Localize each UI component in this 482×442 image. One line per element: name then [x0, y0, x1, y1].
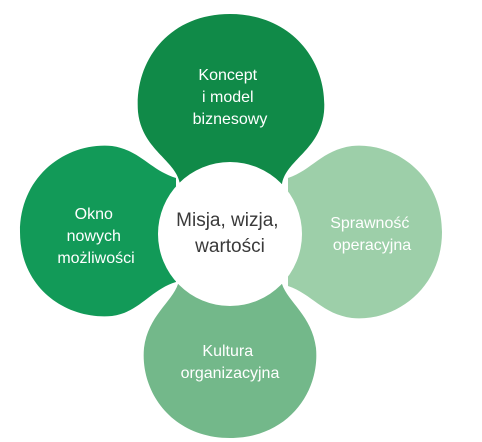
petal-top-label: Koncept i model biznesowy [193, 67, 268, 128]
petal-left-shape [20, 145, 176, 317]
petal-top-shape [137, 14, 325, 184]
petal-right-shape [288, 145, 442, 319]
petal-top-line-2: i model [202, 89, 254, 106]
petal-organizational-culture: Kultura organizacyjna [143, 284, 317, 438]
petal-operational-efficiency: Sprawność operacyjna [288, 145, 442, 319]
center-line-2: wartości [194, 236, 265, 257]
center-line-1: Misja, wizja, [176, 210, 278, 231]
petal-top-line-3: biznesowy [193, 111, 268, 128]
petal-left-label: Okno nowych możliwości [57, 206, 134, 267]
petal-bottom-line-1: Kultura [202, 343, 253, 360]
petal-left-line-1: Okno [75, 206, 113, 223]
center-label: Misja, wizja, wartości [176, 210, 284, 257]
petal-left-line-3: możliwości [57, 250, 134, 267]
petal-bottom-line-2: organizacyjna [181, 365, 280, 382]
petal-bottom-shape [143, 284, 317, 438]
petal-new-opportunities: Okno nowych możliwości [20, 145, 176, 317]
petal-left-line-2: nowych [67, 228, 121, 245]
petal-right-line-2: operacyjna [333, 237, 411, 254]
petal-right-line-1: Sprawność [330, 215, 409, 232]
petal-right-label: Sprawność operacyjna [330, 215, 414, 254]
petal-top-line-1: Koncept [198, 67, 257, 84]
petal-concept-business-model: Koncept i model biznesowy [137, 14, 325, 184]
center-mission-vision-values: Misja, wizja, wartości [158, 162, 302, 306]
petal-bottom-label: Kultura organizacyjna [181, 343, 280, 382]
center-circle [158, 162, 302, 306]
